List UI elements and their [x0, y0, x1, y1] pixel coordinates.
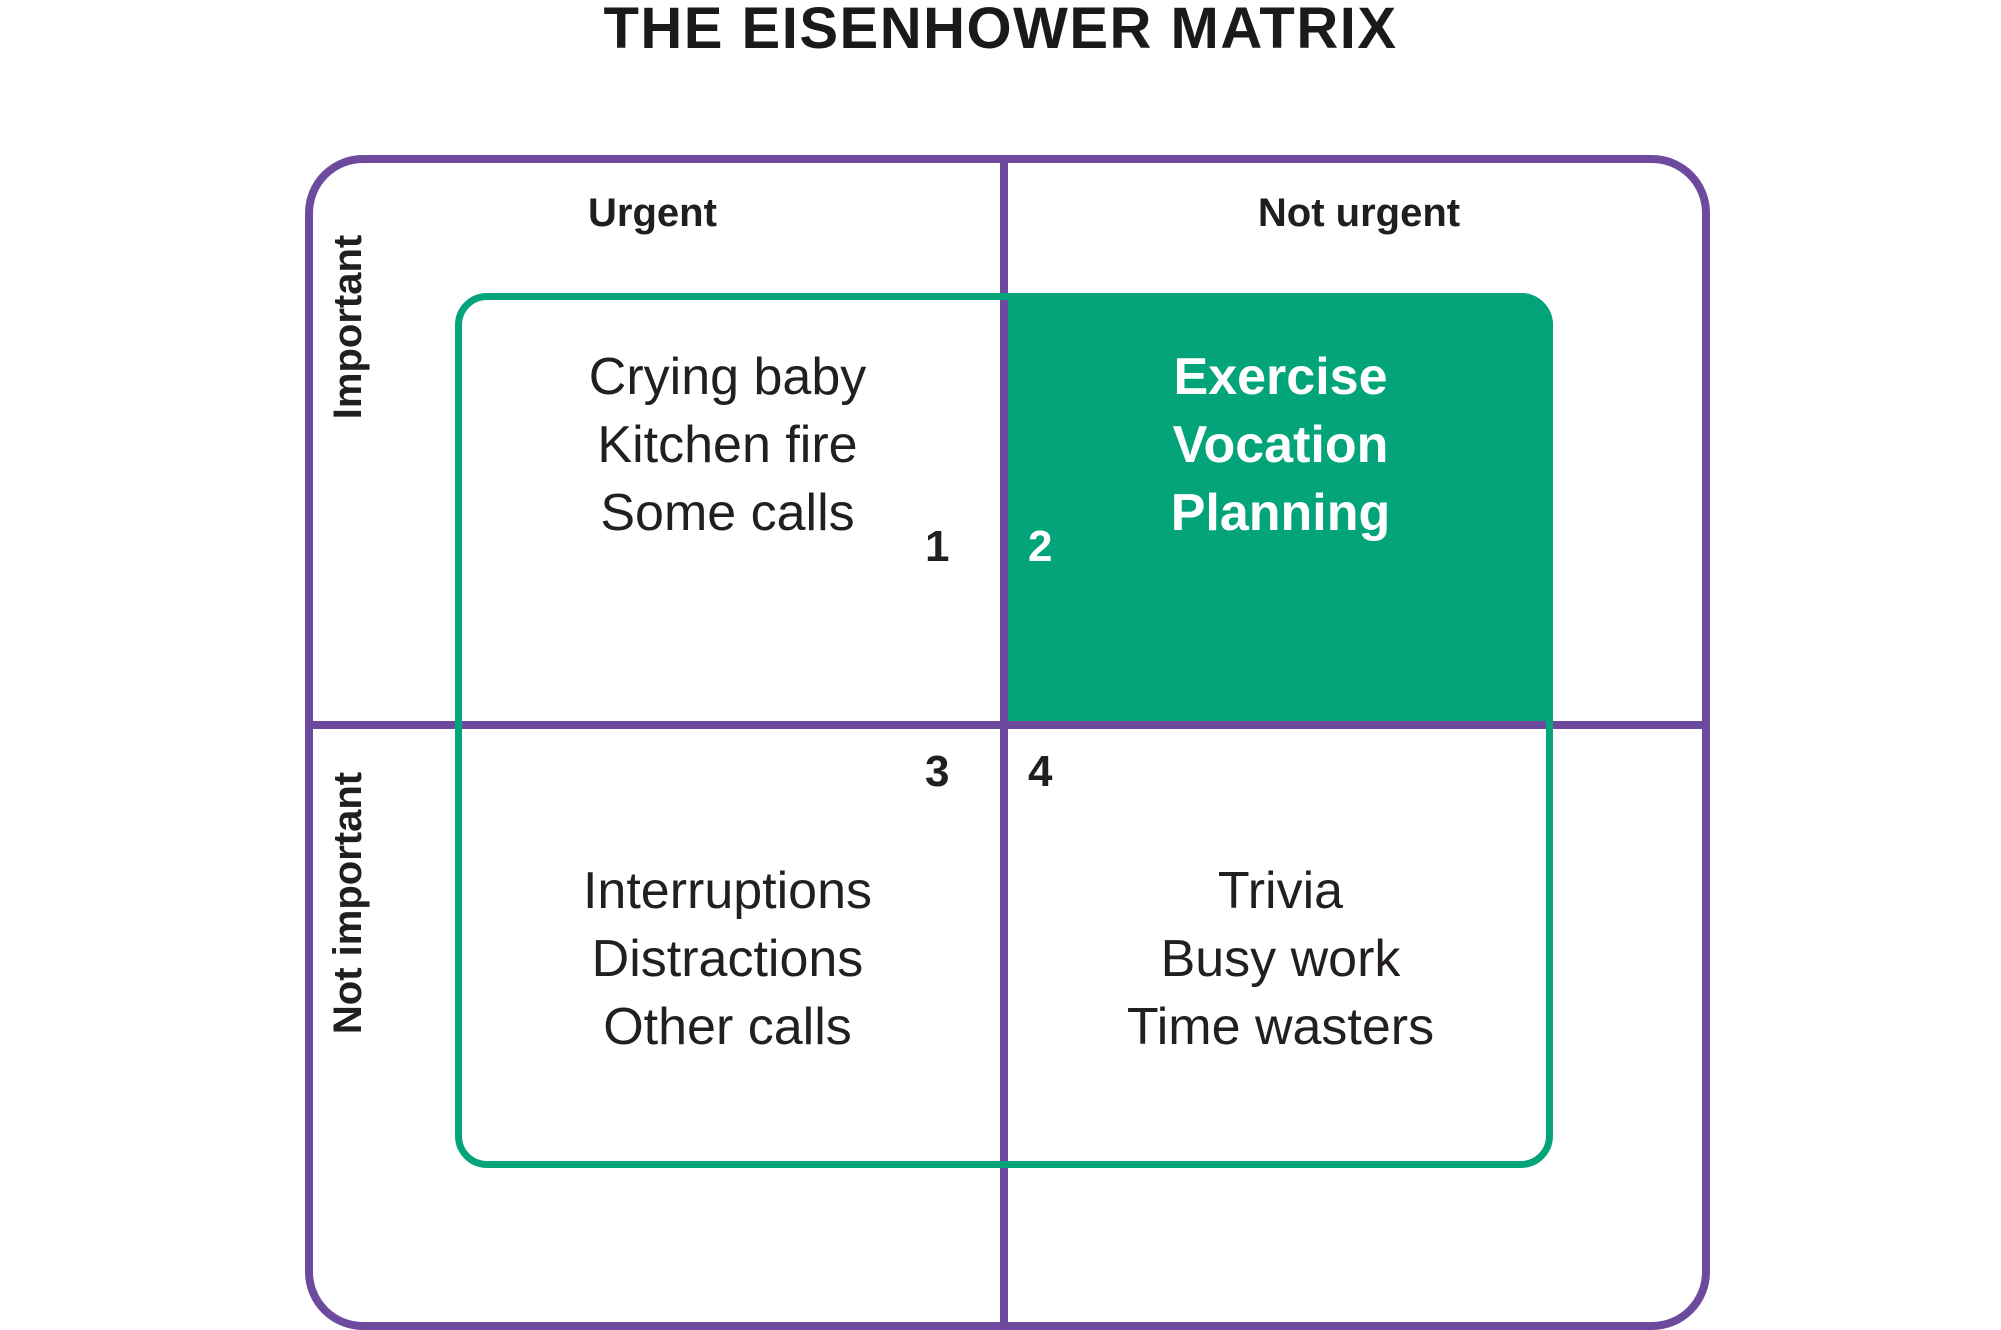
eisenhower-matrix: Urgent Not urgent Important Not importan…: [305, 155, 1710, 1330]
matrix-vertical-divider: [1000, 155, 1008, 1330]
quadrant-4-number: 4: [1028, 747, 1053, 796]
quadrant-2-highlight-fill: [1008, 293, 1553, 721]
row-header-not-important: Not important: [326, 771, 370, 1035]
quadrant-3-item: Distractions: [591, 930, 864, 988]
row-header-important: Important: [326, 234, 370, 420]
quadrant-2-item: Exercise: [1173, 348, 1388, 406]
quadrant-4-item: Time wasters: [1126, 998, 1435, 1056]
quadrant-1-item: Crying baby: [588, 348, 867, 406]
quadrant-4-item: Trivia: [1217, 862, 1344, 920]
quadrant-2-item: Planning: [1170, 484, 1391, 542]
quadrant-3-item: Other calls: [603, 998, 852, 1056]
quadrant-2-item: Vocation: [1172, 416, 1389, 474]
quadrant-3-item: Interruptions: [582, 862, 873, 920]
page-title: THE EISENHOWER MATRIX: [603, 0, 1398, 61]
quadrant-3-number: 3: [925, 747, 950, 796]
quadrant-1-item: Some calls: [600, 484, 855, 542]
quadrant-1-items: Crying baby Kitchen fire Some calls: [455, 343, 1000, 547]
quadrant-1-item: Kitchen fire: [597, 416, 858, 474]
quadrant-1-number: 1: [925, 522, 950, 571]
matrix-horizontal-divider: [305, 721, 1710, 729]
quadrant-4-item: Busy work: [1160, 930, 1401, 988]
quadrant-2-number: 2: [1028, 522, 1053, 571]
quadrant-4[interactable]: Trivia Busy work Time wasters: [1008, 729, 1553, 1168]
column-header-urgent: Urgent: [588, 191, 717, 235]
quadrant-3[interactable]: Interruptions Distractions Other calls: [455, 729, 1000, 1168]
quadrant-4-items: Trivia Busy work Time wasters: [1008, 857, 1553, 1061]
quadrant-2-items: Exercise Vocation Planning: [1008, 343, 1553, 547]
quadrant-2[interactable]: Exercise Vocation Planning: [1008, 293, 1553, 721]
matrix-green-outline: [455, 293, 1553, 1168]
quadrant-1[interactable]: Crying baby Kitchen fire Some calls: [455, 293, 1000, 721]
quadrant-3-items: Interruptions Distractions Other calls: [455, 857, 1000, 1061]
column-header-not-urgent: Not urgent: [1257, 191, 1461, 235]
